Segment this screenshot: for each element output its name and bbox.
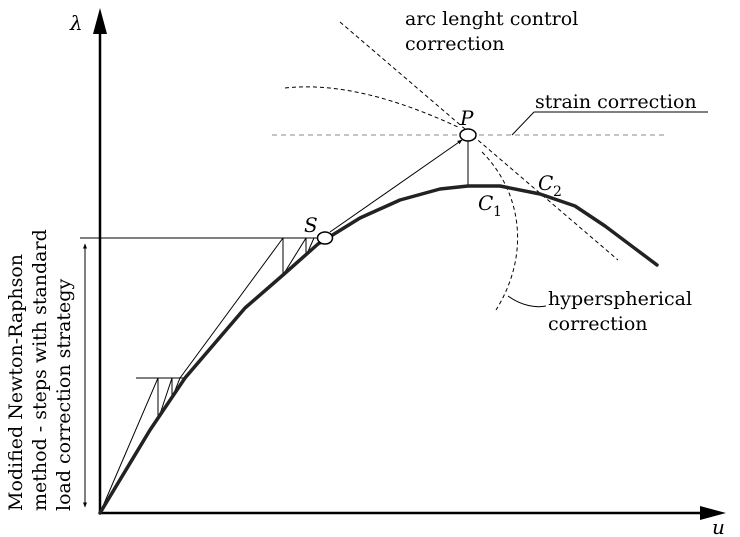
x-axis-arrow (700, 506, 726, 520)
hyperspherical-leader (507, 295, 547, 308)
point-c1-label: C 1 (478, 191, 502, 220)
predictor-line (329, 139, 463, 233)
arc-length-label-line1: arc lenght control (405, 8, 578, 30)
point-p-label: P (459, 106, 474, 130)
point-c2-label: C 2 (538, 171, 562, 200)
svg-text:C: C (538, 171, 553, 195)
arc-circle-upper (284, 86, 461, 129)
svg-text:C: C (478, 191, 493, 215)
point-s-label: S (304, 213, 318, 237)
strain-correction-label: strain correction (535, 91, 697, 113)
side-label-line3: load correction strategy (53, 279, 75, 511)
y-axis-label: λ (69, 11, 83, 35)
hyperspherical-circle (481, 151, 519, 311)
equilibrium-path (98, 184, 659, 515)
side-label-line2: method - steps with standard (29, 229, 51, 511)
axes (93, 8, 726, 520)
tangent-line (99, 377, 159, 514)
x-axis-label: u (712, 515, 725, 537)
arc-length-label-line2: correction (405, 33, 505, 55)
svg-text:2: 2 (553, 184, 562, 200)
arc-length-control-line (339, 21, 619, 261)
step-diagonal (282, 237, 307, 276)
point-s-marker (316, 231, 334, 245)
correction-guides (272, 21, 668, 311)
tangent-line (179, 237, 284, 379)
strain-leader (511, 111, 535, 136)
side-label: Modified Newton-Raphson method - steps w… (5, 229, 75, 511)
y-axis-arrow (93, 8, 107, 34)
hyperspherical-label-line1: hyperspherical (548, 288, 692, 310)
hyperspherical-label-line2: correction (548, 313, 648, 335)
side-label-line1: Modified Newton-Raphson (5, 254, 27, 511)
point-p-marker (459, 128, 477, 142)
svg-text:1: 1 (493, 204, 502, 220)
iteration-steps (99, 237, 315, 514)
